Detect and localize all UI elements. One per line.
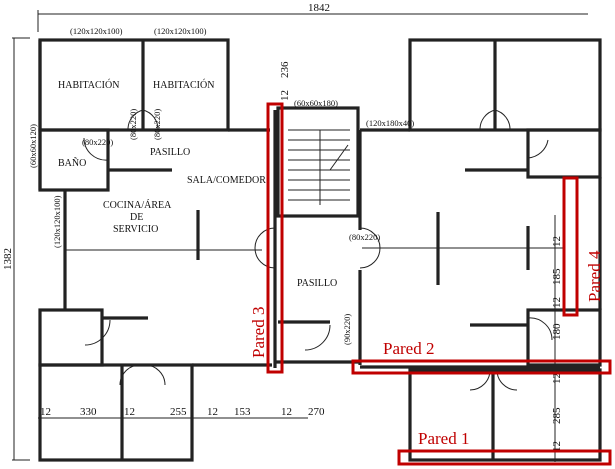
svg-text:236: 236 [279, 61, 291, 78]
door-label-bed1: (80x220) [128, 109, 138, 140]
room-label-bedroom-2: HABITACIÓN [153, 79, 214, 91]
pared-4-highlight [562, 176, 579, 317]
pared-3-label: Pared 3 [249, 307, 268, 358]
svg-text:12: 12 [281, 406, 292, 418]
door-label-bath: (80x220) [82, 137, 113, 147]
window-label-bath: (60x60x120) [28, 124, 38, 168]
pared-4-label: Pared 4 [585, 250, 604, 302]
overall-dimension-lines [12, 10, 588, 461]
window-label-bed1: (120x120x100) [70, 26, 123, 36]
window-label-kitchen: (120x120x100) [52, 195, 62, 248]
pared-1-highlight [397, 449, 612, 466]
room-label-hall-center: PASILLO [297, 278, 337, 289]
door-label-center: (80x220) [349, 232, 380, 242]
room-label-hall-upper: PASILLO [150, 147, 190, 158]
overall-height: 1382 [2, 248, 14, 270]
window-label-stair-side: (120x180x40) [366, 118, 414, 128]
pared-3-highlight [266, 102, 284, 374]
room-label-bedroom-1: HABITACIÓN [58, 79, 119, 91]
svg-text:12: 12 [40, 406, 51, 418]
svg-text:285: 285 [551, 407, 563, 424]
pared-2-label: Pared 2 [383, 339, 434, 358]
door-label-bed2: (80x220) [152, 109, 162, 140]
svg-text:180: 180 [551, 323, 563, 340]
window-label-bed2: (120x120x100) [154, 26, 207, 36]
svg-text:270: 270 [308, 406, 325, 418]
pared-2-highlight [351, 359, 612, 375]
room-label-bathroom: BAÑO [58, 157, 86, 169]
room-label-kitchen-3: SERVICIO [113, 224, 158, 235]
window-label-stair: (60x60x180) [294, 98, 338, 108]
pared-1-label: Pared 1 [418, 429, 469, 448]
svg-text:12: 12 [279, 90, 291, 101]
room-label-living-dining: SALA/COMEDOR [187, 175, 266, 186]
dimension-labels: 236 12 12 185 12 180 12 285 12 12 330 12… [38, 61, 563, 462]
door-label-lower: (90x220) [342, 314, 352, 345]
svg-text:185: 185 [551, 268, 563, 285]
overall-width: 1842 [308, 2, 330, 14]
svg-text:12: 12 [551, 297, 563, 308]
svg-text:12: 12 [551, 373, 563, 384]
svg-text:12: 12 [124, 406, 135, 418]
svg-text:330: 330 [80, 406, 97, 418]
staircase [288, 129, 350, 205]
walls [38, 38, 602, 462]
room-label-kitchen-1: COCINA/ÁREA [103, 199, 172, 211]
room-label-kitchen-2: DE [130, 212, 143, 223]
svg-text:153: 153 [234, 406, 251, 418]
svg-text:12: 12 [551, 236, 563, 247]
svg-text:255: 255 [170, 406, 187, 418]
svg-text:12: 12 [551, 441, 563, 452]
svg-text:12: 12 [207, 406, 218, 418]
